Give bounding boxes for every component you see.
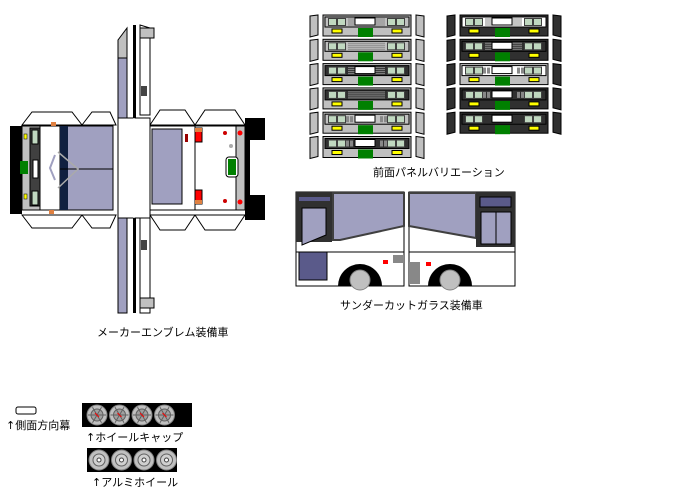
alloy-wheel-icon bbox=[133, 449, 155, 471]
destination-sign-icon bbox=[358, 52, 373, 62]
front-panel-variant bbox=[309, 87, 425, 111]
roof-strip-top bbox=[117, 24, 155, 119]
front-panel-variations bbox=[309, 14, 562, 160]
front-bumper-end bbox=[10, 126, 22, 214]
glue-tabs-top bbox=[20, 109, 246, 231]
front-panel-variant bbox=[309, 14, 425, 38]
alloy-wheel-icon bbox=[88, 449, 110, 471]
destination-sign-icon bbox=[358, 149, 373, 159]
destination-sign-icon bbox=[495, 76, 510, 86]
wheel-cap-icon bbox=[154, 404, 175, 426]
alloy-wheel-caption: ↑アルミホイール bbox=[92, 476, 179, 489]
side-destination-sign-caption: ↑側面方向幕 bbox=[6, 419, 71, 432]
front-panel-variant bbox=[309, 38, 425, 62]
front-panel-variant bbox=[309, 63, 425, 87]
maker-emblem-caption: メーカーエンブレム装備車 bbox=[97, 326, 229, 339]
front-panel-variant bbox=[309, 111, 425, 135]
destination-sign-icon bbox=[495, 28, 510, 37]
wheel-cap-set bbox=[82, 403, 192, 427]
wheel-icon bbox=[349, 269, 371, 291]
front-panel-variant bbox=[446, 111, 562, 135]
front-panel-variant bbox=[446, 38, 562, 62]
destination-sign-icon bbox=[358, 28, 373, 37]
destination-sign-icon bbox=[495, 125, 510, 135]
front-panel-variant bbox=[446, 87, 562, 111]
rear-face bbox=[194, 125, 246, 211]
alloy-wheel-icon bbox=[156, 449, 177, 471]
front-panel-variant bbox=[309, 135, 425, 160]
destination-sign-icon bbox=[358, 76, 373, 86]
destination-sign-icon bbox=[358, 125, 373, 135]
wheel-icon bbox=[439, 269, 461, 291]
wheel-cap-icon bbox=[131, 404, 153, 426]
windshield bbox=[57, 125, 114, 211]
alloy-wheel-set bbox=[87, 448, 177, 472]
destination-sign-icon bbox=[20, 161, 28, 174]
rear-window-face bbox=[149, 125, 196, 211]
front-panel-variations-caption: 前面パネルバリエーション bbox=[373, 166, 505, 179]
number-plate-icon bbox=[228, 159, 236, 175]
roof-strip-bottom bbox=[117, 217, 155, 314]
side-destination-sign bbox=[15, 406, 37, 415]
alloy-wheel-icon bbox=[111, 449, 132, 471]
destination-sign-icon bbox=[358, 100, 373, 110]
front-panel-variant bbox=[446, 63, 562, 87]
front-face bbox=[20, 122, 61, 214]
destination-sign-icon bbox=[495, 100, 510, 110]
maker-emblem-icon bbox=[48, 154, 56, 181]
front-panel-variant bbox=[446, 14, 562, 38]
thunder-cut-glass-caption: サンダーカットガラス装備車 bbox=[340, 299, 483, 312]
wheel-cap-icon bbox=[86, 404, 108, 426]
side-view-thunder-cut bbox=[295, 191, 516, 291]
wheel-cap-icon bbox=[109, 404, 130, 426]
destination-sign-icon bbox=[495, 52, 510, 62]
bus-net bbox=[10, 24, 265, 314]
wheel-cap-caption: ↑ホイールキャップ bbox=[86, 431, 184, 444]
